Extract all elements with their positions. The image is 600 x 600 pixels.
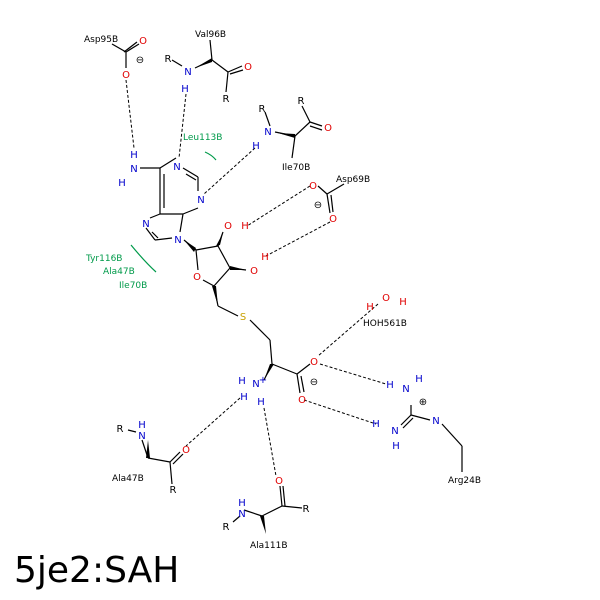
asp95-o2: O — [122, 70, 130, 81]
diagram-caption: 5je2:SAH — [14, 550, 180, 591]
arg24-h4: H — [392, 441, 400, 452]
residue-hoh561: HOH561B — [363, 319, 407, 329]
residue-ala111: Ala111B — [250, 541, 288, 551]
ala47-h: H — [138, 420, 146, 431]
atom-ribose-o: O — [193, 272, 201, 283]
residue-ala47-hyd: Ala47B — [103, 267, 135, 277]
atom-nh2-h1: H — [130, 150, 138, 161]
val96-r1: R — [165, 54, 172, 65]
residue-tyr116: Tyr116B — [85, 254, 122, 264]
residue-ile70-hyd: Ile70B — [119, 281, 147, 291]
ala111-r2: R — [303, 504, 310, 515]
asp69-o2: O — [329, 214, 337, 225]
atom-o3-h: H — [261, 252, 269, 263]
residue-asp95: Asp95B — [84, 35, 118, 45]
ala111-n: N — [238, 509, 245, 520]
atom-o2-h: H — [241, 221, 249, 232]
asp69-charge: ⊖ — [314, 200, 322, 211]
residue-val96: Val96B — [195, 30, 226, 40]
arg24-charge: ⊕ — [419, 397, 427, 408]
water-h2: H — [399, 297, 407, 308]
atom-n7: N — [142, 219, 149, 230]
arg24-n1: N — [402, 384, 409, 395]
ligand-wedges — [184, 233, 274, 380]
arg24-n2: N — [391, 426, 398, 437]
arg24-h2: H — [415, 374, 423, 385]
atom-n3: N — [197, 195, 204, 206]
ile70-n: N — [264, 127, 271, 138]
atom-sulfur: S — [240, 312, 246, 323]
residue-asp69: Asp69B — [336, 175, 370, 185]
atom-o2: O — [224, 221, 232, 232]
ile70-r1: R — [259, 104, 266, 115]
ala111-h: H — [238, 498, 246, 509]
val96-n: N — [184, 67, 191, 78]
atom-amine-h2: H — [240, 392, 248, 403]
ala111-r1: R — [223, 522, 230, 533]
arg24-h3: H — [372, 419, 380, 430]
atom-amine-h3: H — [257, 397, 265, 408]
ala47-o: O — [182, 445, 190, 456]
arg24-ne: N — [432, 416, 439, 427]
arg24-h1: H — [386, 380, 394, 391]
ile70-o: O — [324, 123, 332, 134]
val96-r2: R — [223, 94, 230, 105]
residue-wedges — [146, 58, 295, 534]
residue-bonds — [111, 39, 463, 523]
asp95-o1: O — [139, 36, 147, 47]
atom-labels: N N N N H N H O O H O H S H N + H H O O … — [117, 36, 440, 533]
val96-h: H — [181, 84, 189, 95]
hydrophobic-contacts — [130, 151, 217, 273]
residue-ile70-top: Ile70B — [282, 163, 310, 173]
residue-ala47: Ala47B — [112, 474, 144, 484]
water-o: O — [382, 293, 390, 304]
atom-amine-h1: H — [238, 376, 246, 387]
atom-amine-charge: + — [259, 375, 267, 386]
ile70-h: H — [252, 141, 260, 152]
atom-amine-n: N — [252, 379, 259, 390]
residue-arg24: Arg24B — [448, 476, 481, 486]
atom-carboxyl-o1: O — [310, 357, 318, 368]
hydrogen-bonds — [125, 79, 387, 477]
ala111-o: O — [275, 476, 283, 487]
atom-nh2-h2: H — [118, 178, 126, 189]
atom-carboxyl-charge: ⊖ — [310, 377, 318, 388]
atom-n9: N — [174, 235, 181, 246]
asp95-charge: ⊖ — [136, 55, 144, 66]
residue-leu113: Leu113B — [183, 133, 222, 143]
ala47-r2: R — [170, 485, 177, 496]
ala47-n: N — [138, 431, 145, 442]
atom-carboxyl-o2: O — [298, 395, 306, 406]
asp69-o1: O — [309, 181, 317, 192]
ligand-bonds — [140, 157, 311, 394]
residue-labels: Asp95B Val96B Ile70B Leu113B Asp69B Tyr1… — [84, 30, 481, 551]
atom-o3: O — [250, 266, 258, 277]
water-h1: H — [366, 302, 374, 313]
ala47-r1: R — [117, 424, 124, 435]
atom-n1: N — [173, 162, 180, 173]
val96-o: O — [244, 62, 252, 73]
atom-nh2-n: N — [130, 164, 137, 175]
ile70-r2: R — [298, 96, 305, 107]
